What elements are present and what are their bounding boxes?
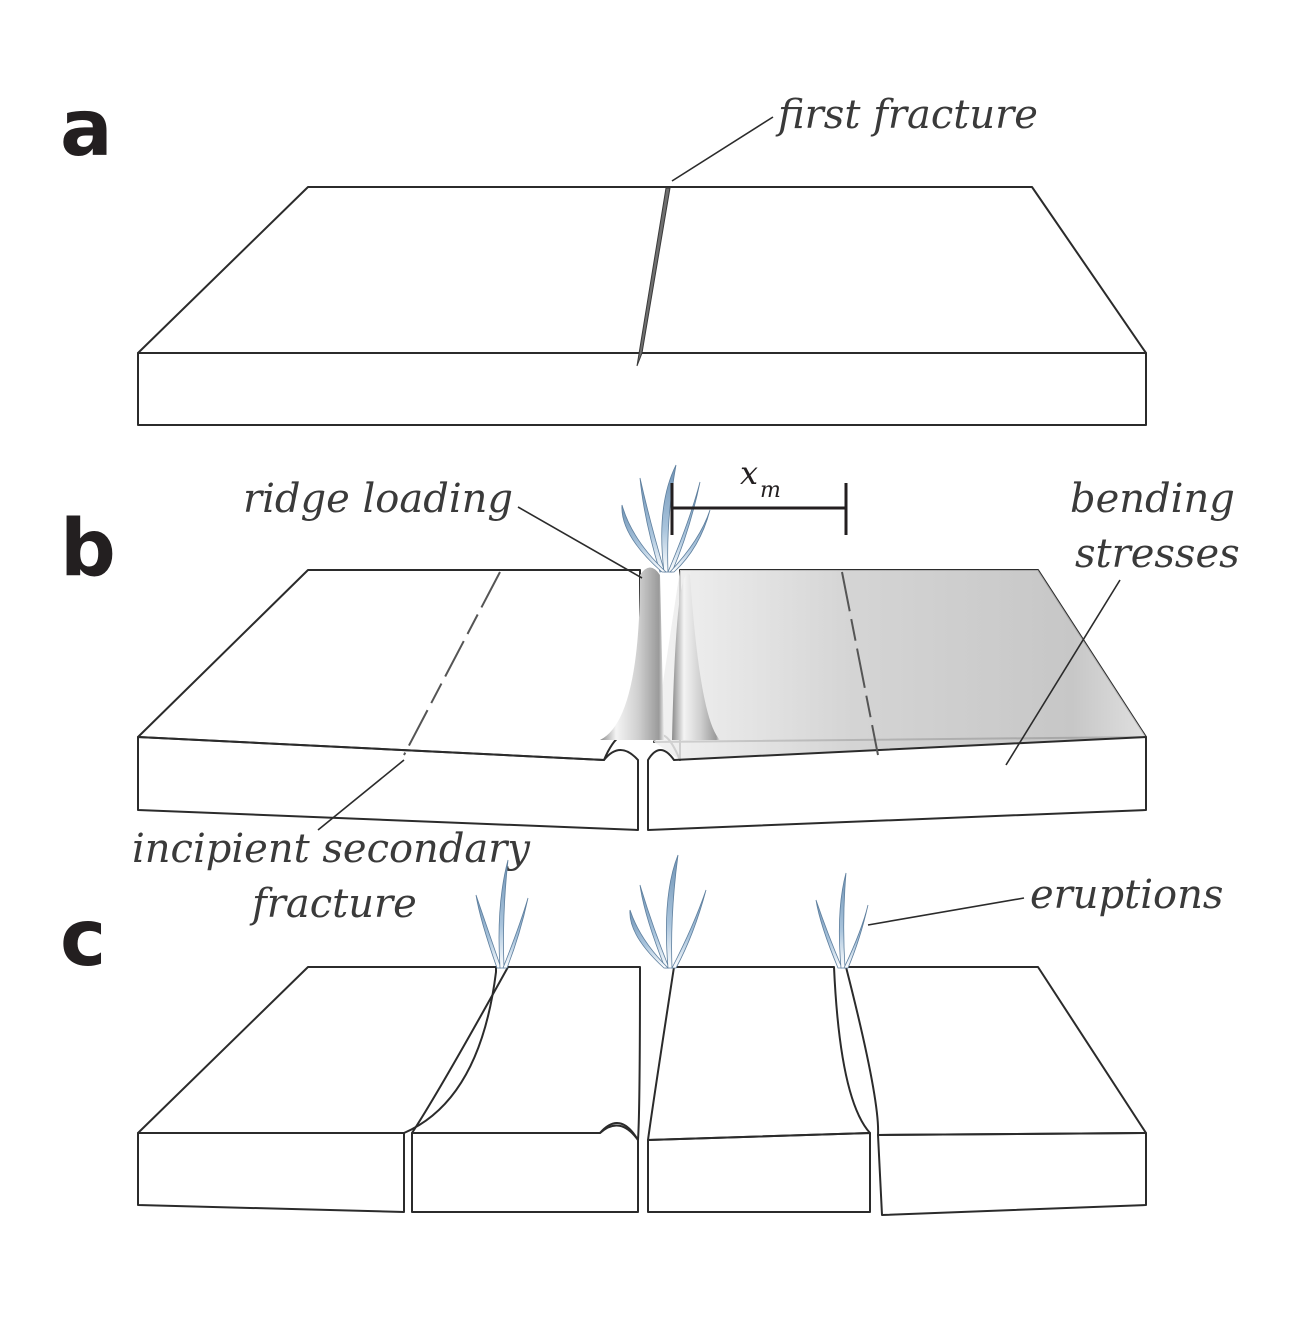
first-fracture-crack <box>636 187 671 367</box>
panel-label-c: c <box>60 894 106 984</box>
xm-label: x <box>740 454 758 492</box>
incipient-fracture-label-1: incipient secondary <box>132 826 531 872</box>
panel-label-a: a <box>60 84 113 174</box>
ridge-b-left <box>600 567 664 740</box>
slab-c-block4-side <box>877 1132 1147 1216</box>
bending-stresses-label-2: stresses <box>1075 531 1240 577</box>
eruption-plume-b <box>621 464 711 573</box>
bending-stresses-leader <box>1005 579 1121 766</box>
slab-c <box>137 966 1147 1216</box>
slab-a <box>137 186 1147 426</box>
slab-c-block4-top <box>845 966 1147 1136</box>
slab-b <box>137 567 1147 831</box>
eruptions-label: eruptions <box>1030 872 1223 918</box>
slab-a-side <box>137 352 1147 426</box>
slab-c-block3-top <box>647 966 871 1141</box>
slab-c-block3-side <box>647 1132 871 1213</box>
slab-b-right-shade <box>654 570 1146 760</box>
first-fracture-leader <box>671 116 774 182</box>
eruption-plume-c-center <box>629 854 707 969</box>
bending-stresses-label-1: bending <box>1070 476 1235 522</box>
xm-subscript: m <box>760 478 781 503</box>
ridge-b-right <box>672 573 720 740</box>
xm-scale-bar <box>670 483 848 535</box>
slab-b-right-side <box>647 736 1147 831</box>
ridge-loading-label: ridge loading <box>243 476 513 522</box>
eruption-plume-c-left <box>475 859 529 969</box>
slab-c-block2-side <box>411 1124 639 1213</box>
incipient-fracture-left <box>403 571 501 756</box>
incipient-fracture-leader <box>317 759 405 831</box>
slab-b-left-top <box>137 569 641 761</box>
incipient-fracture-label-2: fracture <box>249 881 417 927</box>
first-fracture-label: first fracture <box>775 92 1038 138</box>
ridge-loading-leader <box>517 506 643 579</box>
slab-c-block1-side <box>137 1132 405 1213</box>
incipient-fracture-right <box>841 571 879 756</box>
slab-b-left-side <box>137 736 639 831</box>
eruptions-leader <box>867 897 1025 926</box>
slab-a-top <box>137 186 1147 354</box>
panel-label-b: b <box>60 504 116 594</box>
slab-c-block1-top <box>137 966 497 1134</box>
eruption-plume-c-right <box>815 872 869 969</box>
slab-c-block2-top <box>411 966 641 1141</box>
